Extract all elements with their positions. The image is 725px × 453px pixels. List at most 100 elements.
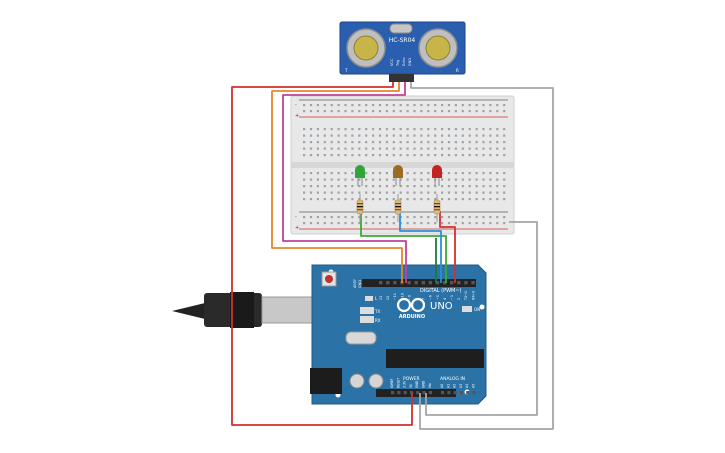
rail-hole[interactable] xyxy=(503,110,506,113)
terminal-hole[interactable] xyxy=(434,185,437,188)
rail-hole[interactable] xyxy=(309,222,313,225)
terminal-hole[interactable] xyxy=(378,147,382,150)
terminal-hole[interactable] xyxy=(413,198,416,201)
terminal-hole[interactable] xyxy=(378,141,382,144)
terminal-hole[interactable] xyxy=(454,134,457,137)
terminal-hole[interactable] xyxy=(358,185,361,188)
terminal-hole[interactable] xyxy=(392,141,395,144)
terminal-hole[interactable] xyxy=(351,191,354,194)
terminal-hole[interactable] xyxy=(413,128,416,131)
digital-pin-hole[interactable] xyxy=(379,281,383,285)
terminal-hole[interactable] xyxy=(309,185,313,188)
terminal-hole[interactable] xyxy=(475,198,478,201)
terminal-hole[interactable] xyxy=(344,154,347,157)
terminal-hole[interactable] xyxy=(461,134,464,137)
power-pin-hole[interactable] xyxy=(422,391,426,395)
terminal-hole[interactable] xyxy=(503,141,506,144)
terminal-hole[interactable] xyxy=(344,191,347,194)
rail-hole[interactable] xyxy=(323,110,326,113)
rail-hole[interactable] xyxy=(461,110,464,113)
analog-pin-hole[interactable] xyxy=(459,391,464,395)
terminal-hole[interactable] xyxy=(344,134,347,137)
wire-led-blue[interactable] xyxy=(399,211,442,283)
terminal-hole[interactable] xyxy=(316,191,319,194)
terminal-hole[interactable] xyxy=(461,198,464,201)
digital-pin-hole[interactable] xyxy=(442,281,447,285)
rail-hole[interactable] xyxy=(351,216,354,219)
terminal-hole[interactable] xyxy=(365,178,368,181)
rail-hole[interactable] xyxy=(441,216,444,219)
rail-hole[interactable] xyxy=(365,216,368,219)
terminal-hole[interactable] xyxy=(351,185,354,188)
terminal-hole[interactable] xyxy=(351,134,354,137)
terminal-hole[interactable] xyxy=(378,178,382,181)
terminal-hole[interactable] xyxy=(330,154,333,157)
power-pin-hole[interactable] xyxy=(403,391,407,395)
terminal-hole[interactable] xyxy=(461,147,464,150)
terminal-hole[interactable] xyxy=(489,154,492,157)
rail-hole[interactable] xyxy=(503,104,506,107)
terminal-hole[interactable] xyxy=(351,128,354,131)
terminal-hole[interactable] xyxy=(330,172,333,175)
rail-hole[interactable] xyxy=(475,222,478,225)
terminal-hole[interactable] xyxy=(503,128,506,131)
terminal-hole[interactable] xyxy=(496,198,499,201)
wire-led-green[interactable] xyxy=(360,211,447,283)
rail-hole[interactable] xyxy=(441,222,444,225)
rail-hole[interactable] xyxy=(461,222,464,225)
rail-hole[interactable] xyxy=(434,216,437,219)
rail-hole[interactable] xyxy=(385,110,388,113)
terminal-hole[interactable] xyxy=(441,178,444,181)
rail-hole[interactable] xyxy=(330,222,333,225)
terminal-hole[interactable] xyxy=(420,191,423,194)
terminal-hole[interactable] xyxy=(413,185,416,188)
terminal-hole[interactable] xyxy=(365,128,368,131)
terminal-hole[interactable] xyxy=(427,141,430,144)
terminal-hole[interactable] xyxy=(303,128,306,131)
terminal-hole[interactable] xyxy=(406,172,409,175)
terminal-hole[interactable] xyxy=(303,191,306,194)
terminal-hole[interactable] xyxy=(496,191,499,194)
rail-hole[interactable] xyxy=(503,216,506,219)
terminal-hole[interactable] xyxy=(447,154,451,157)
terminal-hole[interactable] xyxy=(365,147,368,150)
terminal-hole[interactable] xyxy=(337,191,340,194)
terminal-hole[interactable] xyxy=(365,141,368,144)
terminal-hole[interactable] xyxy=(323,154,326,157)
terminal-hole[interactable] xyxy=(303,185,306,188)
rail-hole[interactable] xyxy=(496,104,499,107)
rail-hole[interactable] xyxy=(303,216,306,219)
led-dome[interactable] xyxy=(393,165,403,178)
rail-hole[interactable] xyxy=(427,216,430,219)
rail-hole[interactable] xyxy=(447,222,451,225)
terminal-hole[interactable] xyxy=(385,134,388,137)
terminal-hole[interactable] xyxy=(399,141,402,144)
terminal-hole[interactable] xyxy=(378,191,382,194)
terminal-hole[interactable] xyxy=(434,141,437,144)
terminal-hole[interactable] xyxy=(406,147,409,150)
rail-hole[interactable] xyxy=(358,222,361,225)
terminal-hole[interactable] xyxy=(378,128,382,131)
rail-hole[interactable] xyxy=(303,110,306,113)
terminal-hole[interactable] xyxy=(303,198,306,201)
terminal-hole[interactable] xyxy=(427,154,430,157)
terminal-hole[interactable] xyxy=(344,178,347,181)
rail-hole[interactable] xyxy=(378,222,382,225)
terminal-hole[interactable] xyxy=(434,134,437,137)
terminal-hole[interactable] xyxy=(392,128,395,131)
rail-hole[interactable] xyxy=(337,222,340,225)
terminal-hole[interactable] xyxy=(406,154,409,157)
digital-pin-hole[interactable] xyxy=(428,281,433,285)
terminal-hole[interactable] xyxy=(323,147,326,150)
wire-echo-magenta[interactable] xyxy=(282,82,407,283)
power-pin-hole[interactable] xyxy=(391,391,395,395)
terminal-hole[interactable] xyxy=(468,154,471,157)
terminal-hole[interactable] xyxy=(378,154,382,157)
terminal-hole[interactable] xyxy=(344,141,347,144)
rail-hole[interactable] xyxy=(482,110,485,113)
digital-pin-hole[interactable] xyxy=(457,281,461,285)
terminal-hole[interactable] xyxy=(441,191,444,194)
terminal-hole[interactable] xyxy=(378,185,382,188)
rail-hole[interactable] xyxy=(303,222,306,225)
terminal-hole[interactable] xyxy=(365,154,368,157)
